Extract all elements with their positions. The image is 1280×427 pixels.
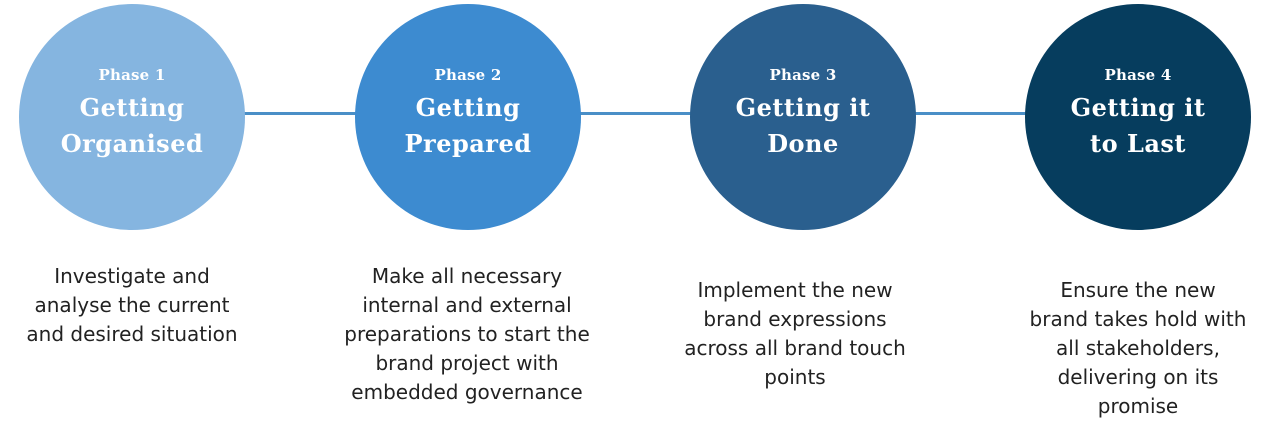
connector-line-1-2 [240, 112, 360, 115]
phase-3-circle: Phase 3 Getting it Done [690, 4, 916, 230]
phase-3-description: Implement the new brand expressions acro… [684, 278, 906, 389]
phase-4-circle: Phase 4 Getting it to Last [1025, 4, 1251, 230]
phase-2-circle: Phase 2 Getting Prepared [355, 4, 581, 230]
phase-3-label: Phase 3 [769, 66, 837, 84]
connector-line-2-3 [578, 112, 696, 115]
phase-4-label: Phase 4 [1104, 66, 1172, 84]
phase-3-title: Getting it Done [735, 93, 871, 158]
phase-2-label: Phase 2 [434, 66, 502, 84]
phase-2-title: Getting Prepared [404, 93, 532, 158]
phase-4-description: Ensure the new brand takes hold with all… [1029, 278, 1247, 418]
connector-line-3-4 [912, 112, 1030, 115]
phase-1-label: Phase 1 [98, 66, 166, 84]
phase-1-title: Getting Organised [60, 93, 204, 158]
phase-1-description: Investigate and analyse the current and … [26, 264, 238, 346]
phase-2-description: Make all necessary internal and external… [344, 264, 590, 404]
phase-1-circle: Phase 1 Getting Organised [19, 4, 245, 230]
phase-4-title: Getting it to Last [1070, 93, 1206, 158]
